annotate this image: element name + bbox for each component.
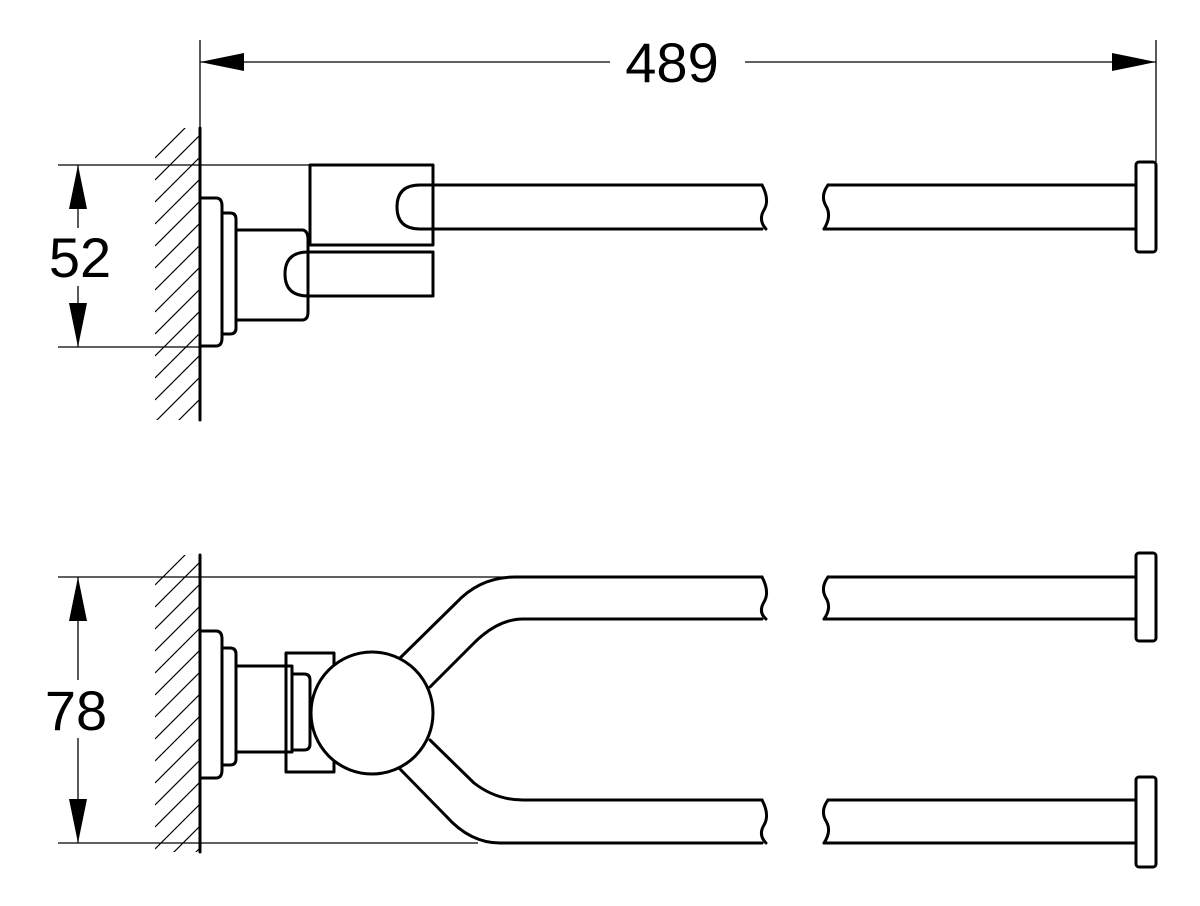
side-view: 52	[49, 126, 1158, 422]
wall-flange-top	[198, 629, 294, 780]
arrow-right-icon	[1112, 53, 1156, 71]
overall-length-label: 489	[625, 31, 718, 94]
arrow-down-icon	[69, 799, 87, 843]
end-cap-lower	[1134, 775, 1158, 869]
arrow-down-icon	[69, 303, 87, 347]
arrow-up-icon	[69, 577, 87, 621]
top-view: 78	[45, 551, 1158, 869]
wall-hatching-top	[155, 126, 202, 422]
top-width-label: 78	[45, 679, 107, 742]
top-width-dimension: 78	[45, 576, 515, 844]
side-height-label: 52	[49, 226, 111, 289]
lower-arm-top	[396, 738, 1158, 869]
end-cap-side	[1134, 160, 1158, 254]
overall-length-dimension: 489	[199, 31, 1157, 162]
side-height-dimension: 52	[49, 164, 310, 348]
towel-bar-side	[395, 160, 1158, 254]
end-cap-upper	[1134, 551, 1158, 643]
upper-arm-top	[396, 551, 1158, 689]
wall-hatching-bottom	[155, 553, 202, 854]
wall-flange-side	[198, 196, 310, 348]
swivel-hub-circle	[309, 650, 435, 776]
upper-bracket-side	[308, 163, 435, 247]
lower-arm-side	[283, 250, 435, 298]
arrow-up-icon	[69, 165, 87, 209]
arrow-left-icon	[200, 53, 244, 71]
